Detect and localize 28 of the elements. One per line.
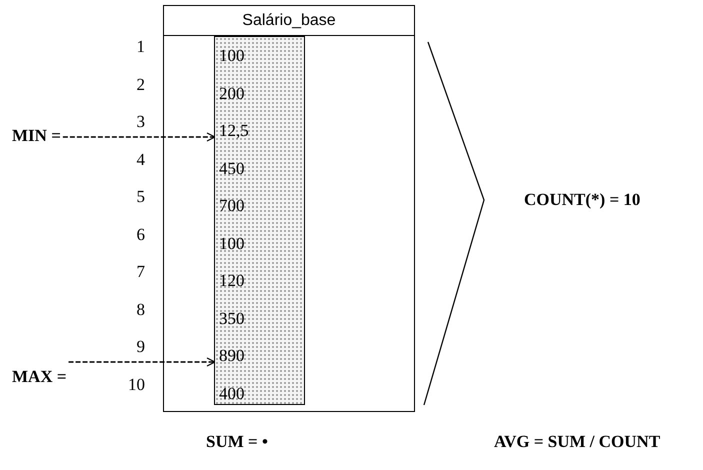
value-cell: 200 [215,80,304,108]
value-cell: 120 [215,267,304,295]
function-label: MAX = [12,366,67,388]
row-number: 9 [136,337,145,357]
row-number: 7 [136,262,145,282]
avg-formula: AVG = SUM / COUNT [494,432,660,452]
row-number: 8 [136,300,145,320]
value-cell: 450 [215,154,304,182]
value-cell: 100 [215,42,304,70]
sum-formula: SUM = • [206,432,268,452]
value-cell: 890 [215,342,304,370]
row-number: 2 [136,74,145,94]
value-cell: 400 [215,380,304,408]
count-formula: COUNT(*) = 10 [524,190,640,210]
value-cell: 700 [215,192,304,220]
row-number: 4 [136,150,145,170]
row-number: 1 [136,37,145,57]
value-cell: 350 [215,304,304,332]
row-number: 6 [136,224,145,244]
row-number: 5 [136,187,145,207]
dashed-arrow [62,132,216,142]
dashed-arrow [68,357,216,367]
row-number: 3 [136,112,145,132]
value-cell: 100 [215,230,304,258]
row-number: 10 [128,374,145,394]
table-frame [163,5,415,412]
value-cell: 12,5 [215,117,304,145]
function-label: MIN = [12,125,61,147]
